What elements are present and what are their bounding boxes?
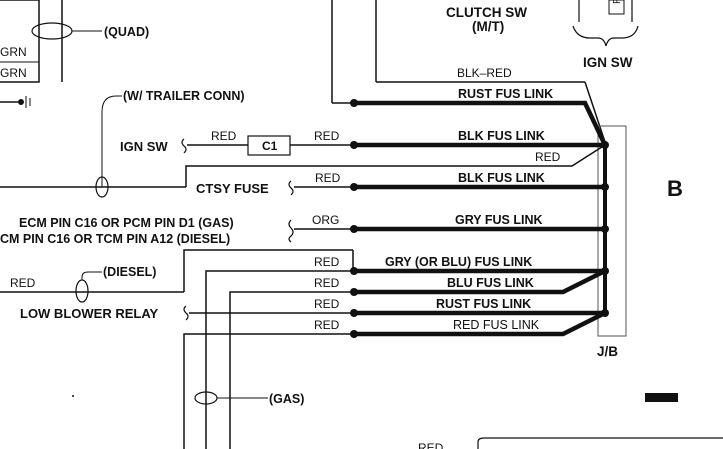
wire-row2-feed xyxy=(205,270,353,449)
wire-label-blk-red: BLK–RED xyxy=(457,66,512,80)
ign-sw-p-mark: P xyxy=(612,0,623,4)
wire-label-ign-red-right: RED xyxy=(314,129,340,143)
trailer-leader-line xyxy=(101,95,122,187)
diesel-callout: (DIESEL) xyxy=(103,265,156,279)
c1-label: C1 xyxy=(262,139,278,153)
row-rust-top: RUST FUS LINK xyxy=(332,87,608,146)
ctsy-fuse-label: CTSY FUSE xyxy=(196,181,269,196)
row-low-blower: LOW BLOWER RELAY RED RUST FUS LINK xyxy=(20,297,605,321)
fus-link-blk-2-label: BLK FUS LINK xyxy=(458,171,545,185)
ign-sw-top-label: IGN SW xyxy=(583,55,633,70)
wire-label-diesel-red: RED xyxy=(10,276,36,290)
wire-row4-feed xyxy=(183,333,353,449)
row-gry-or-blu: RED GRY (OR BLU) FUS LINK xyxy=(314,250,605,275)
section-letter: B xyxy=(667,176,683,201)
bottom-right-box-edge xyxy=(477,437,723,449)
page-marker-bar xyxy=(645,393,678,402)
clutch-sw-mt-label: (M/T) xyxy=(472,19,504,34)
wire-label-ign-red-left: RED xyxy=(211,129,237,143)
wire-label-red-row4: RED xyxy=(314,318,340,332)
wire-label-org: ORG xyxy=(312,213,339,227)
wire-label-red-row3: RED xyxy=(314,297,340,311)
ign-sw-p-box xyxy=(608,0,625,15)
wire-label-red-blk-link: RED xyxy=(535,150,561,164)
quad-callout: (QUAD) xyxy=(104,25,149,39)
ecm-pin-connector xyxy=(288,219,294,243)
ctsy-fuse-connector xyxy=(288,180,294,196)
fus-link-blu-label: BLU FUS LINK xyxy=(447,276,534,290)
bottom-right-region: RED xyxy=(418,393,723,449)
clutch-sw-region: BLK–RED CLUTCH SW (M/T) xyxy=(331,0,607,146)
wire-label-ctsy-red: RED xyxy=(315,171,341,185)
quad-region: (QUAD) GRN GRN xyxy=(0,0,149,108)
fus-link-rust-top xyxy=(354,100,608,146)
fus-link-rust-2-label: RUST FUS LINK xyxy=(436,297,531,311)
fus-link-gry-label: GRY FUS LINK xyxy=(455,213,543,227)
row-blu: RED BLU FUS LINK xyxy=(205,268,607,449)
fus-link-red-label: RED FUS LINK xyxy=(453,318,540,332)
jb-label: J/B xyxy=(597,344,618,359)
quad-splice-oval xyxy=(31,22,73,40)
stray-dot xyxy=(72,395,74,397)
wire-blk-red-to-jb xyxy=(584,81,607,146)
wire-label-grn-1: GRN xyxy=(0,45,27,59)
row-ctsy: CTSY FUSE RED BLK FUS LINK xyxy=(196,171,605,196)
gas-callout: (GAS) xyxy=(269,392,304,406)
ign-sw-brace xyxy=(572,25,639,47)
wire-label-grn-2: GRN xyxy=(0,66,27,80)
fus-link-gry-or-blu-label: GRY (OR BLU) FUS LINK xyxy=(385,255,532,269)
quad-connector-box xyxy=(0,0,40,83)
wire-label-red-bottom: RED xyxy=(418,441,444,449)
fus-link-blk-1-label: BLK FUS LINK xyxy=(458,129,545,143)
row-ecm: ECM PIN C16 OR PCM PIN D1 (GAS) CM PIN C… xyxy=(0,213,605,246)
junction-block: J/B xyxy=(597,125,627,359)
diesel-splice-oval xyxy=(75,279,89,303)
row-red: RED RED FUS LINK xyxy=(183,310,607,449)
row-ign-sw: IGN SW RED C1 RED BLK FUS LINK xyxy=(120,129,605,156)
diesel-leader-line xyxy=(81,271,102,280)
low-blower-relay-label: LOW BLOWER RELAY xyxy=(20,306,159,321)
gas-region: (GAS) xyxy=(72,391,304,406)
trailer-callout: (W/ TRAILER CONN) xyxy=(123,89,245,103)
fus-link-blu xyxy=(354,268,607,295)
ign-sw-top-region: P IGN SW xyxy=(572,0,639,70)
fus-link-rust-top-label: RUST FUS LINK xyxy=(458,87,553,101)
wire-label-red-row1: RED xyxy=(314,255,340,269)
ground-splice-dot xyxy=(18,99,24,105)
wire-label-red-row2: RED xyxy=(314,276,340,290)
clutch-sw-label: CLUTCH SW xyxy=(446,5,527,20)
row-trailer: (W/ TRAILER CONN) RED xyxy=(0,89,606,198)
wire-diesel-riser xyxy=(183,249,353,292)
wire-red-to-jb xyxy=(185,144,606,187)
row-diesel: RED (DIESEL) xyxy=(0,249,353,303)
fus-link-red xyxy=(354,310,607,337)
ecm-pin-gas-label: ECM PIN C16 OR PCM PIN D1 (GAS) xyxy=(19,216,234,230)
wire-row2b-feed xyxy=(229,291,353,449)
ign-sw-left-label: IGN SW xyxy=(120,139,168,154)
low-blower-connector xyxy=(183,305,189,321)
ecm-pin-diesel-label: CM PIN C16 OR TCM PIN A12 (DIESEL) xyxy=(0,232,230,246)
ign-sw-left-connector xyxy=(181,138,187,154)
